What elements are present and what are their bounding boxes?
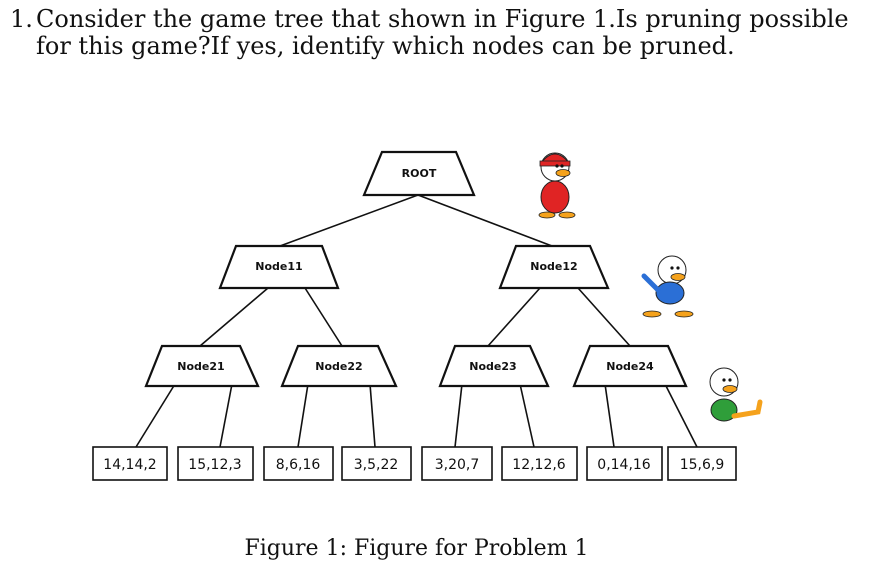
node24: Node24 — [572, 344, 688, 388]
node21-label: Node21 — [177, 360, 224, 373]
leaf-nodes: 14,14,2 15,12,3 8,6,16 3,5,22 3,20,7 12,… — [92, 446, 737, 481]
leaf-node: 14,14,2 — [92, 446, 168, 481]
tree-edges — [135, 194, 698, 448]
leaf-node: 15,12,3 — [177, 446, 254, 481]
leaf-label: 8,6,16 — [276, 457, 321, 473]
edge — [304, 287, 343, 347]
root-label: ROOT — [402, 167, 437, 180]
edge — [279, 194, 419, 247]
edge — [219, 383, 233, 448]
leaf-label: 15,12,3 — [188, 457, 241, 473]
node12-label: Node12 — [530, 260, 577, 273]
node12: Node12 — [498, 244, 610, 290]
leaf-label: 12,12,6 — [512, 457, 566, 473]
node22-label: Node22 — [315, 360, 362, 373]
duck-green-icon — [709, 367, 763, 422]
leaf-node: 3,5,22 — [341, 446, 412, 481]
leaf-node: 8,6,16 — [263, 446, 334, 481]
leaf-node: 3,20,7 — [421, 446, 493, 481]
node24-label: Node24 — [606, 360, 654, 373]
question-number: 1. — [10, 5, 33, 33]
edge — [519, 383, 535, 448]
edge — [369, 383, 376, 448]
edge — [664, 383, 698, 448]
duck-red-icon — [538, 152, 576, 219]
edge — [454, 383, 463, 448]
node23: Node23 — [438, 344, 550, 388]
question: 1. Consider the game tree that shown in … — [10, 6, 860, 60]
leaf-label: 3,5,22 — [354, 457, 399, 473]
duck-blue-icon — [641, 255, 694, 318]
node11-label: Node11 — [255, 260, 302, 273]
leaf-node: 0,14,16 — [586, 446, 663, 481]
leaf-label: 0,14,16 — [597, 457, 651, 473]
leaf-node: 15,6,9 — [667, 446, 737, 481]
edge — [297, 383, 309, 448]
edge — [604, 383, 615, 448]
node21: Node21 — [144, 344, 260, 388]
figure-caption-text: Figure 1: Figure for Problem 1 — [244, 536, 589, 561]
edge — [487, 287, 541, 347]
leaf-label: 14,14,2 — [103, 457, 156, 473]
edge — [417, 194, 553, 247]
leaf-label: 15,6,9 — [680, 457, 725, 473]
edge — [577, 287, 631, 347]
leaf-label: 3,20,7 — [435, 457, 480, 473]
question-text: Consider the game tree that shown in Fig… — [36, 5, 849, 60]
leaf-node: 12,12,6 — [501, 446, 578, 481]
figure-caption: Figure 1: Figure for Problem 1 — [0, 536, 869, 561]
node11: Node11 — [218, 244, 340, 290]
node22: Node22 — [280, 344, 398, 388]
node23-label: Node23 — [469, 360, 516, 373]
root-node: ROOT — [362, 150, 476, 197]
edge — [199, 287, 269, 347]
edge — [135, 383, 176, 448]
